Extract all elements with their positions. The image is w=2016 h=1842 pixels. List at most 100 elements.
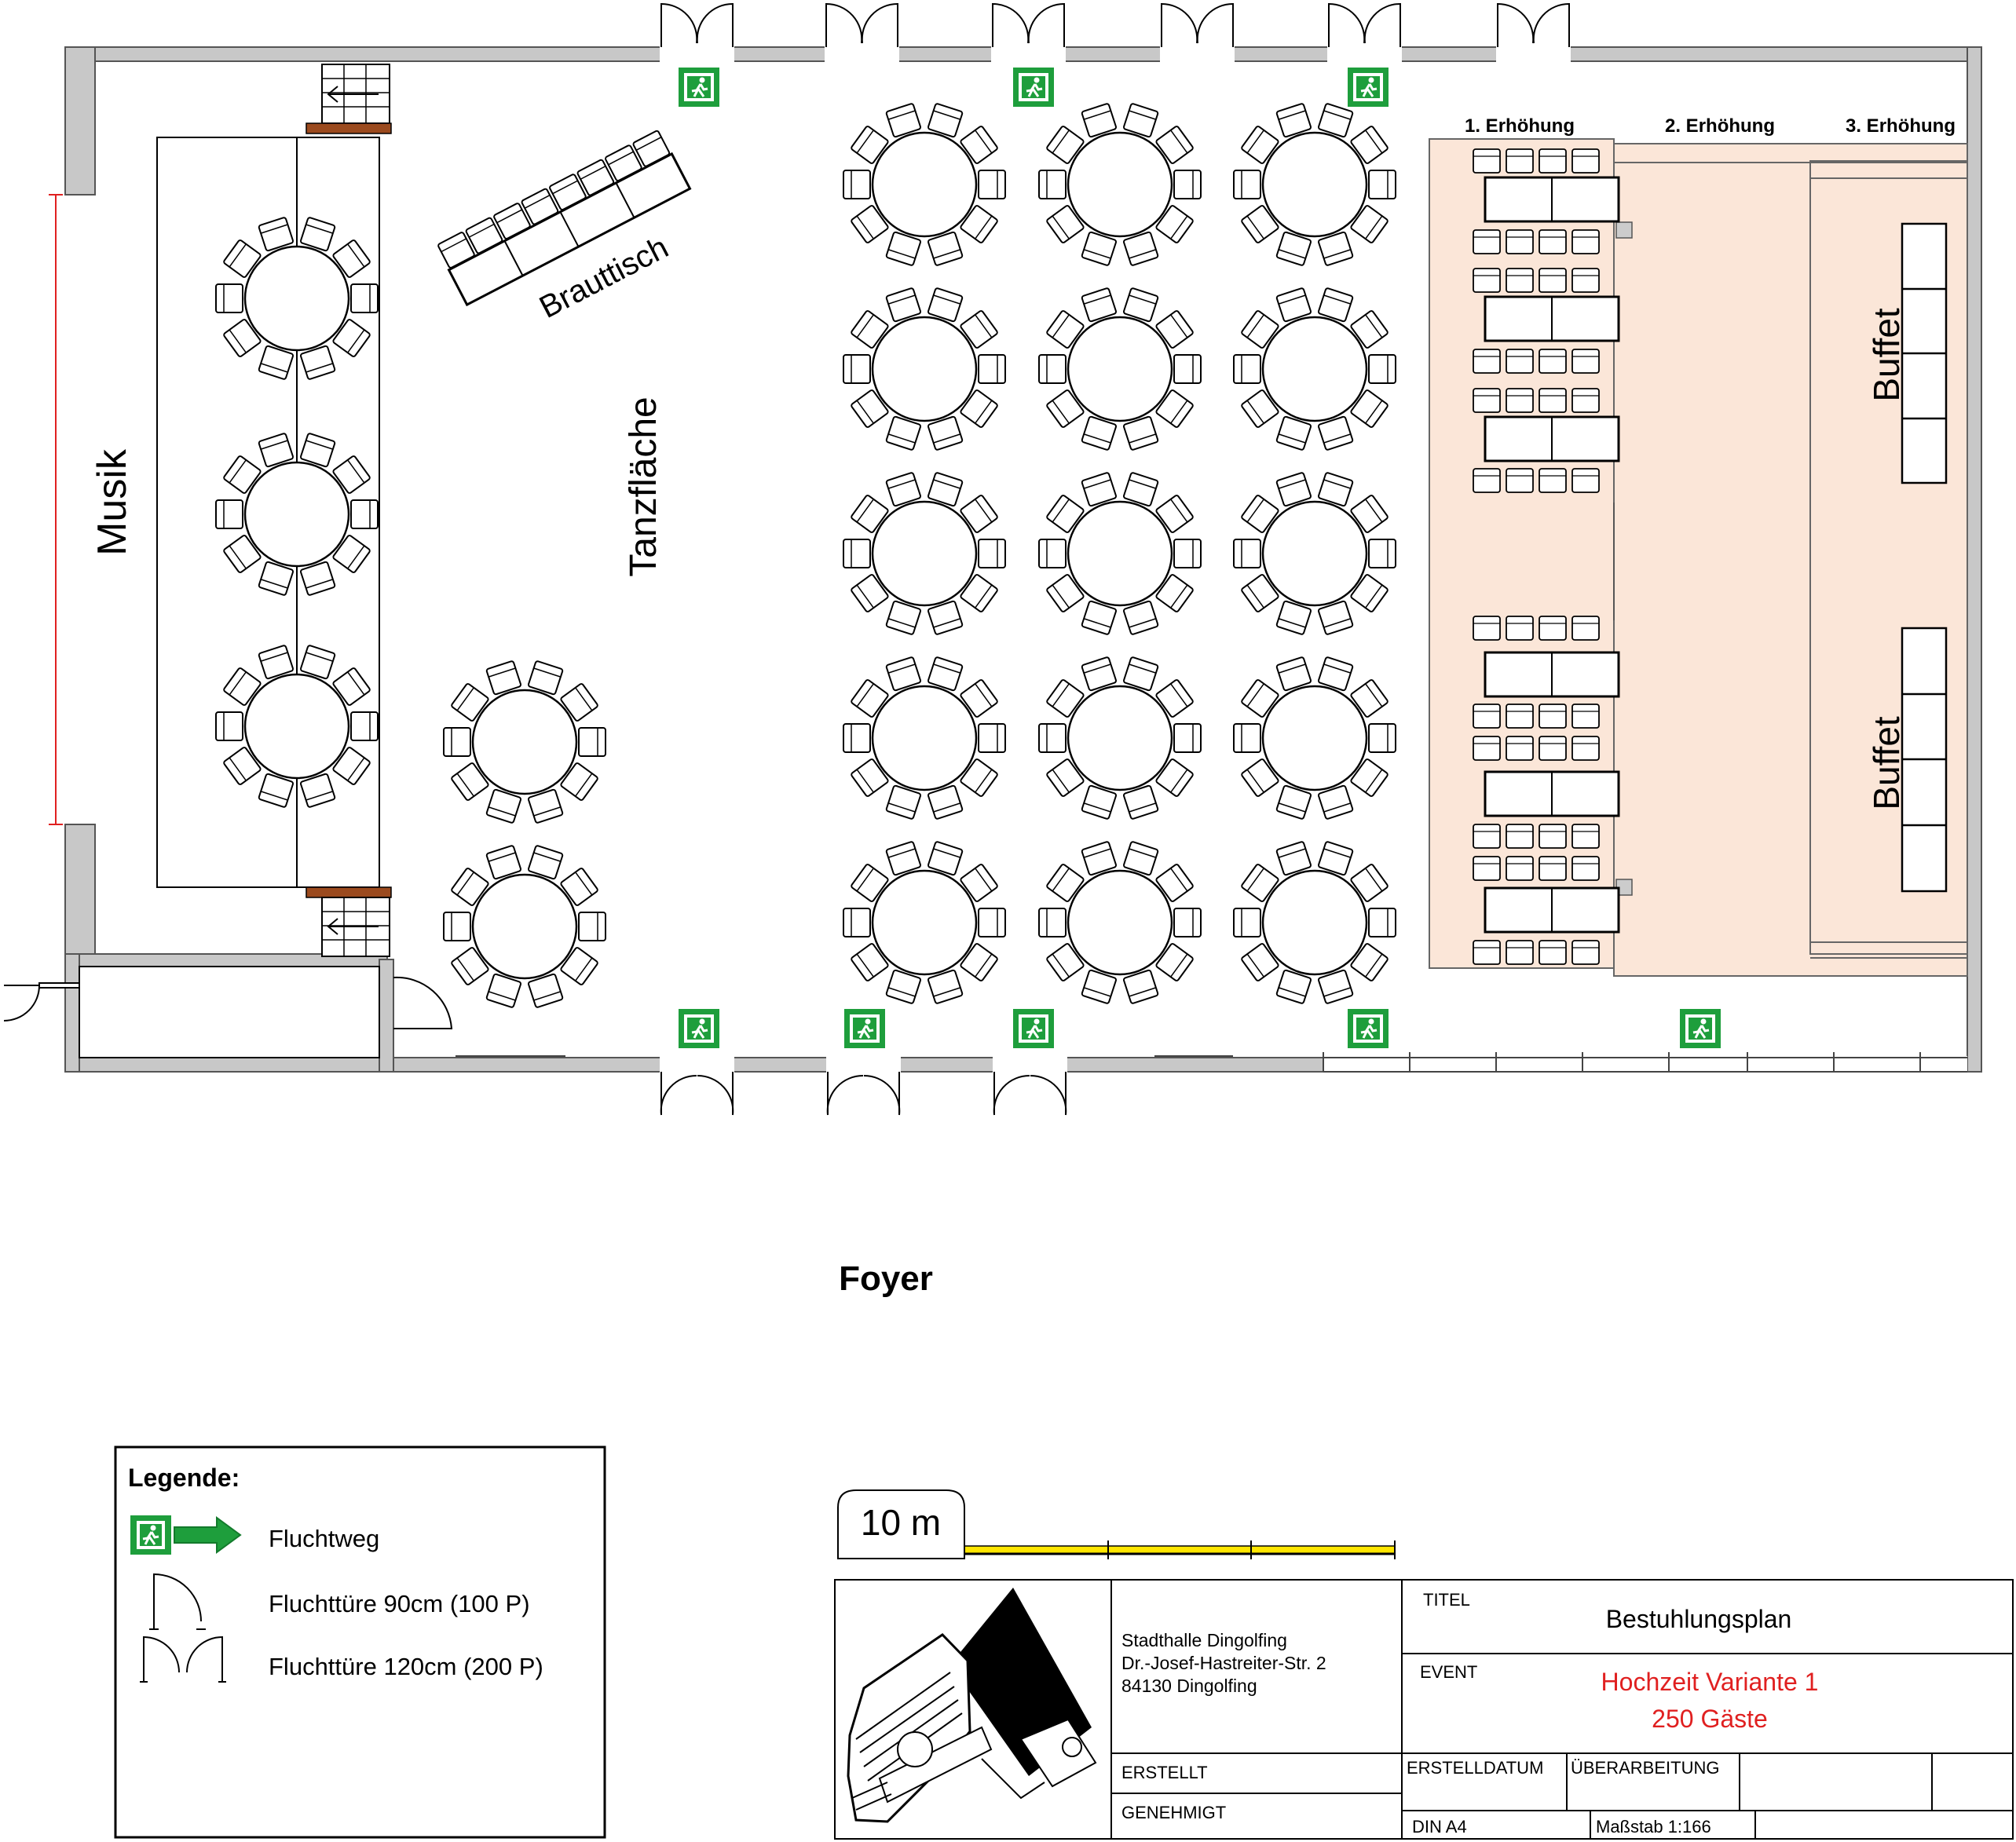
chair — [978, 723, 1006, 753]
round-table — [1038, 102, 1202, 267]
chair — [885, 600, 922, 636]
chair — [1122, 600, 1159, 636]
chair — [1506, 148, 1534, 174]
chair — [1571, 388, 1600, 413]
ueberarbeitung-label: ÜBERARBEITUNG — [1571, 1758, 1719, 1778]
chair — [1122, 969, 1159, 1005]
music-label: Musik — [90, 448, 135, 556]
chair — [299, 561, 336, 597]
titel-caption: TITEL — [1423, 1590, 1470, 1610]
chair — [1317, 231, 1354, 267]
stage-level-1-label: 1. Erhöhung — [1465, 115, 1575, 137]
round-table-top — [1067, 316, 1173, 422]
chair — [885, 656, 922, 692]
round-table — [443, 660, 606, 824]
round-tables — [215, 102, 1396, 1009]
chair — [1038, 170, 1067, 199]
exit-sign-icon — [679, 68, 719, 107]
chair — [350, 283, 379, 313]
round-table — [215, 644, 379, 809]
exit-sign-icon — [1680, 1009, 1721, 1048]
stairs-bottom — [306, 886, 392, 957]
chair — [843, 723, 871, 753]
chair — [1122, 656, 1159, 692]
chair — [1506, 616, 1534, 641]
chair — [1473, 704, 1501, 729]
chair — [350, 711, 379, 741]
chair — [927, 231, 964, 267]
chair — [885, 231, 922, 267]
chair — [1368, 170, 1396, 199]
round-table-top — [871, 685, 978, 791]
chair — [927, 471, 964, 507]
chair — [1473, 388, 1501, 413]
chair — [258, 773, 295, 809]
buffet-tables — [1901, 222, 1948, 893]
chair — [1081, 231, 1118, 267]
chair — [885, 471, 922, 507]
chair — [1571, 229, 1600, 254]
chair — [1081, 415, 1118, 451]
chair — [1038, 723, 1067, 753]
round-table-top — [1261, 316, 1368, 422]
address-line-2: Dr.-Josef-Hastreiter-Str. 2 — [1121, 1653, 1326, 1673]
chair — [1081, 287, 1118, 323]
chair — [1473, 468, 1501, 493]
chair — [1571, 349, 1600, 374]
chair — [1539, 468, 1567, 493]
chair — [1539, 268, 1567, 293]
round-table-top — [1067, 685, 1173, 791]
chair — [1368, 539, 1396, 568]
chair — [1081, 600, 1118, 636]
round-table — [443, 844, 606, 1009]
chair — [1368, 723, 1396, 753]
site-map-thumbnail — [847, 1588, 1097, 1823]
erstellt-label: ERSTELLT — [1121, 1763, 1208, 1782]
buffet-label-1: Buffet — [1866, 308, 1907, 402]
event-caption: EVENT — [1420, 1662, 1477, 1682]
chair — [299, 216, 336, 252]
chair — [1571, 268, 1600, 293]
chair — [299, 773, 336, 809]
chair — [299, 432, 336, 468]
chair — [215, 283, 243, 313]
round-table — [215, 216, 379, 381]
chair — [1122, 231, 1159, 267]
round-table — [1233, 471, 1396, 636]
chair — [1038, 539, 1067, 568]
chair — [885, 415, 922, 451]
chair — [299, 644, 336, 680]
chair — [927, 784, 964, 820]
chair — [527, 660, 564, 696]
chair — [299, 345, 336, 381]
event-line-2: 250 Gäste — [1652, 1705, 1768, 1733]
chair — [843, 908, 871, 937]
foyer-label: Foyer — [839, 1259, 933, 1298]
chair — [1275, 600, 1312, 636]
chair — [1473, 148, 1501, 174]
chair — [1473, 229, 1501, 254]
round-table — [1233, 656, 1396, 820]
bridal-table — [437, 129, 692, 307]
exit-sign-icon — [1348, 1009, 1389, 1048]
chair — [578, 912, 606, 941]
chair — [843, 170, 871, 199]
chair — [1473, 824, 1501, 849]
chair — [1317, 840, 1354, 876]
bottom-double-doors — [660, 1072, 1067, 1116]
chair — [1038, 354, 1067, 384]
chair — [1571, 704, 1600, 729]
chair — [1317, 287, 1354, 323]
chair — [927, 969, 964, 1005]
chair — [1506, 268, 1534, 293]
chair — [1506, 736, 1534, 761]
chair — [1506, 349, 1534, 374]
stage-level-3-label: 3. Erhöhung — [1846, 115, 1956, 137]
chair — [1539, 349, 1567, 374]
chair — [978, 170, 1006, 199]
round-table — [1038, 840, 1202, 1005]
chair — [1571, 616, 1600, 641]
chair — [578, 727, 606, 757]
chair — [1233, 539, 1261, 568]
chair — [1275, 656, 1312, 692]
